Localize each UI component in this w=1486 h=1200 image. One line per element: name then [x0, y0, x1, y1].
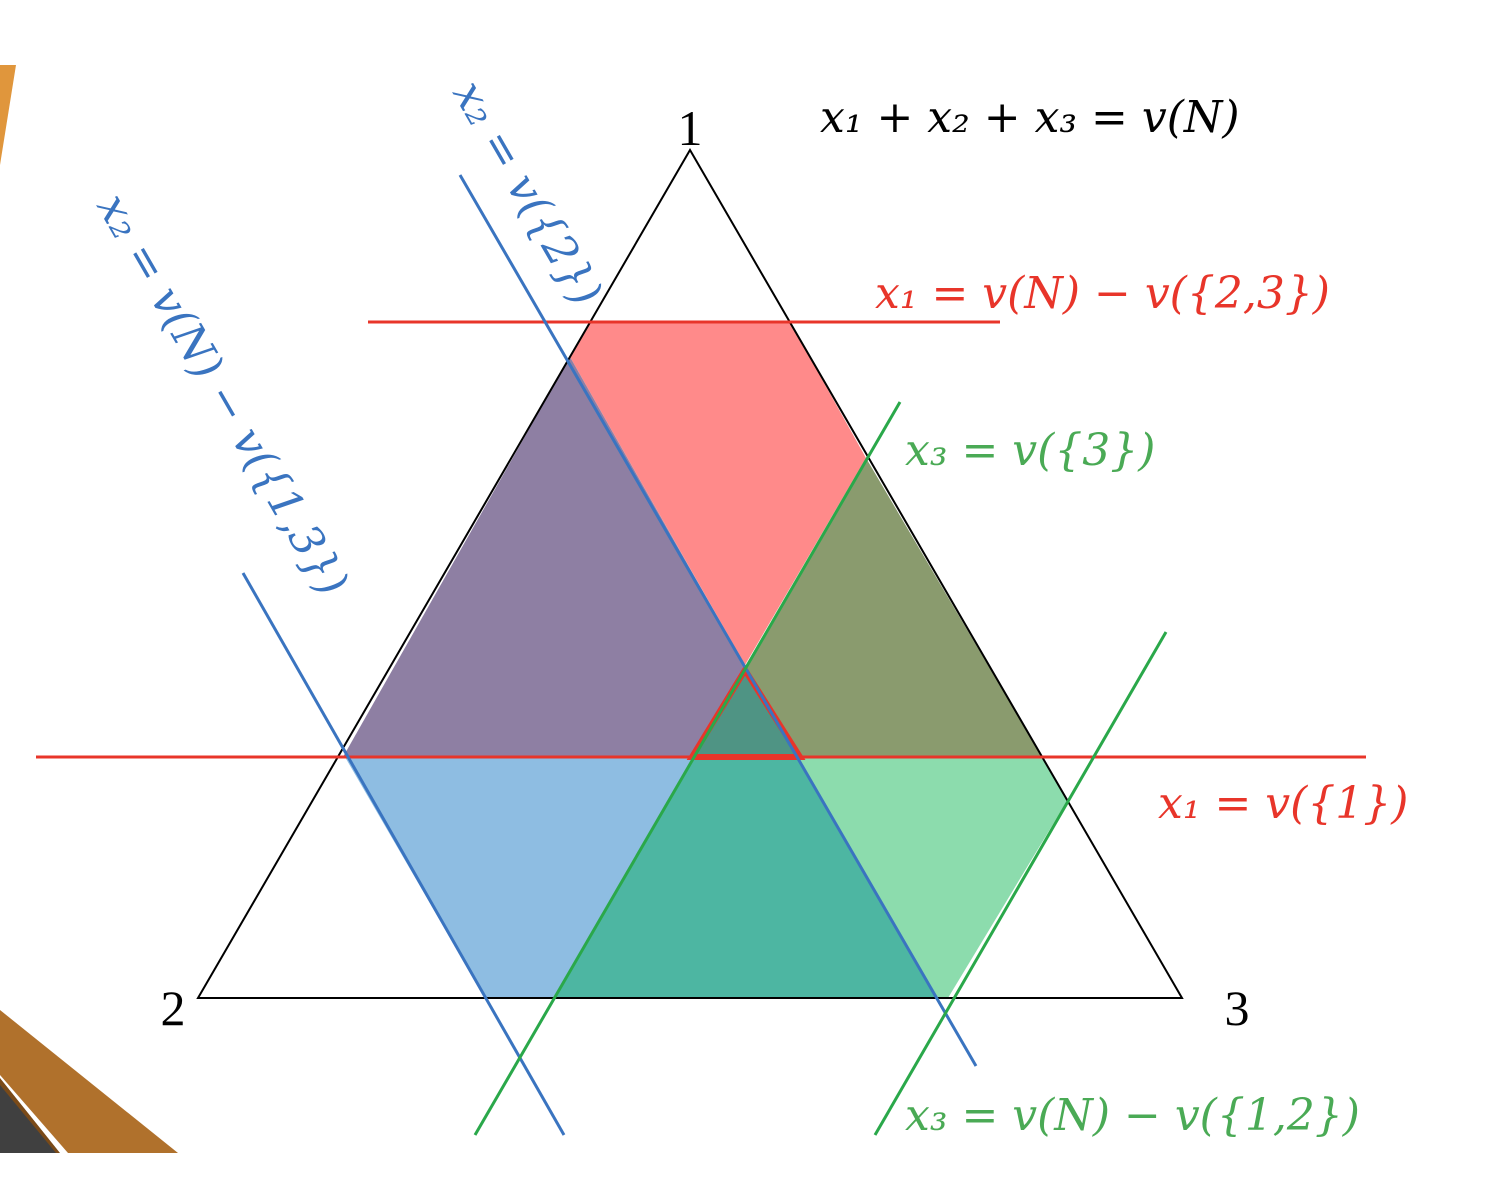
line-x2-lower [458, 174, 978, 1067]
label-x3-upper: x₃ = v(N) − v({1,2}) [905, 1090, 1360, 1141]
line-x2-upper [241, 572, 566, 1136]
orange-accent-shape [0, 65, 16, 165]
simplex-triangle [196, 148, 1184, 999]
brown-accent-band [0, 1010, 178, 1153]
line-x3-lower [473, 401, 902, 1136]
vertex-label-3: 3 [1225, 980, 1250, 1036]
vertex-label-2: 2 [161, 980, 186, 1036]
label-x1-lower: x₁ = v({1}) [1158, 778, 1408, 829]
region-x2-upper [343, 357, 797, 757]
region-x2-lower [345, 757, 694, 998]
region-x1-upper [570, 322, 866, 665]
label-x3-lower: x₃ = v({3}) [905, 425, 1155, 476]
label-x2-upper: x₂ = v(N) − v({1,3}) [86, 185, 358, 605]
region-x3-upper [694, 458, 1042, 757]
vertex-label-1: 1 [678, 100, 703, 156]
label-x2-lower: x₂ = v({2}) [442, 72, 611, 314]
line-x3-upper [873, 631, 1168, 1136]
region-teal [555, 757, 936, 998]
label-x1-upper: x₁ = v(N) − v({2,3}) [875, 268, 1330, 319]
region-x3-lower [797, 757, 1067, 998]
efficiency-equation: x₁ + x₂ + x₃ = v(N) [820, 92, 1240, 143]
gray-accent-shape [0, 1085, 56, 1153]
